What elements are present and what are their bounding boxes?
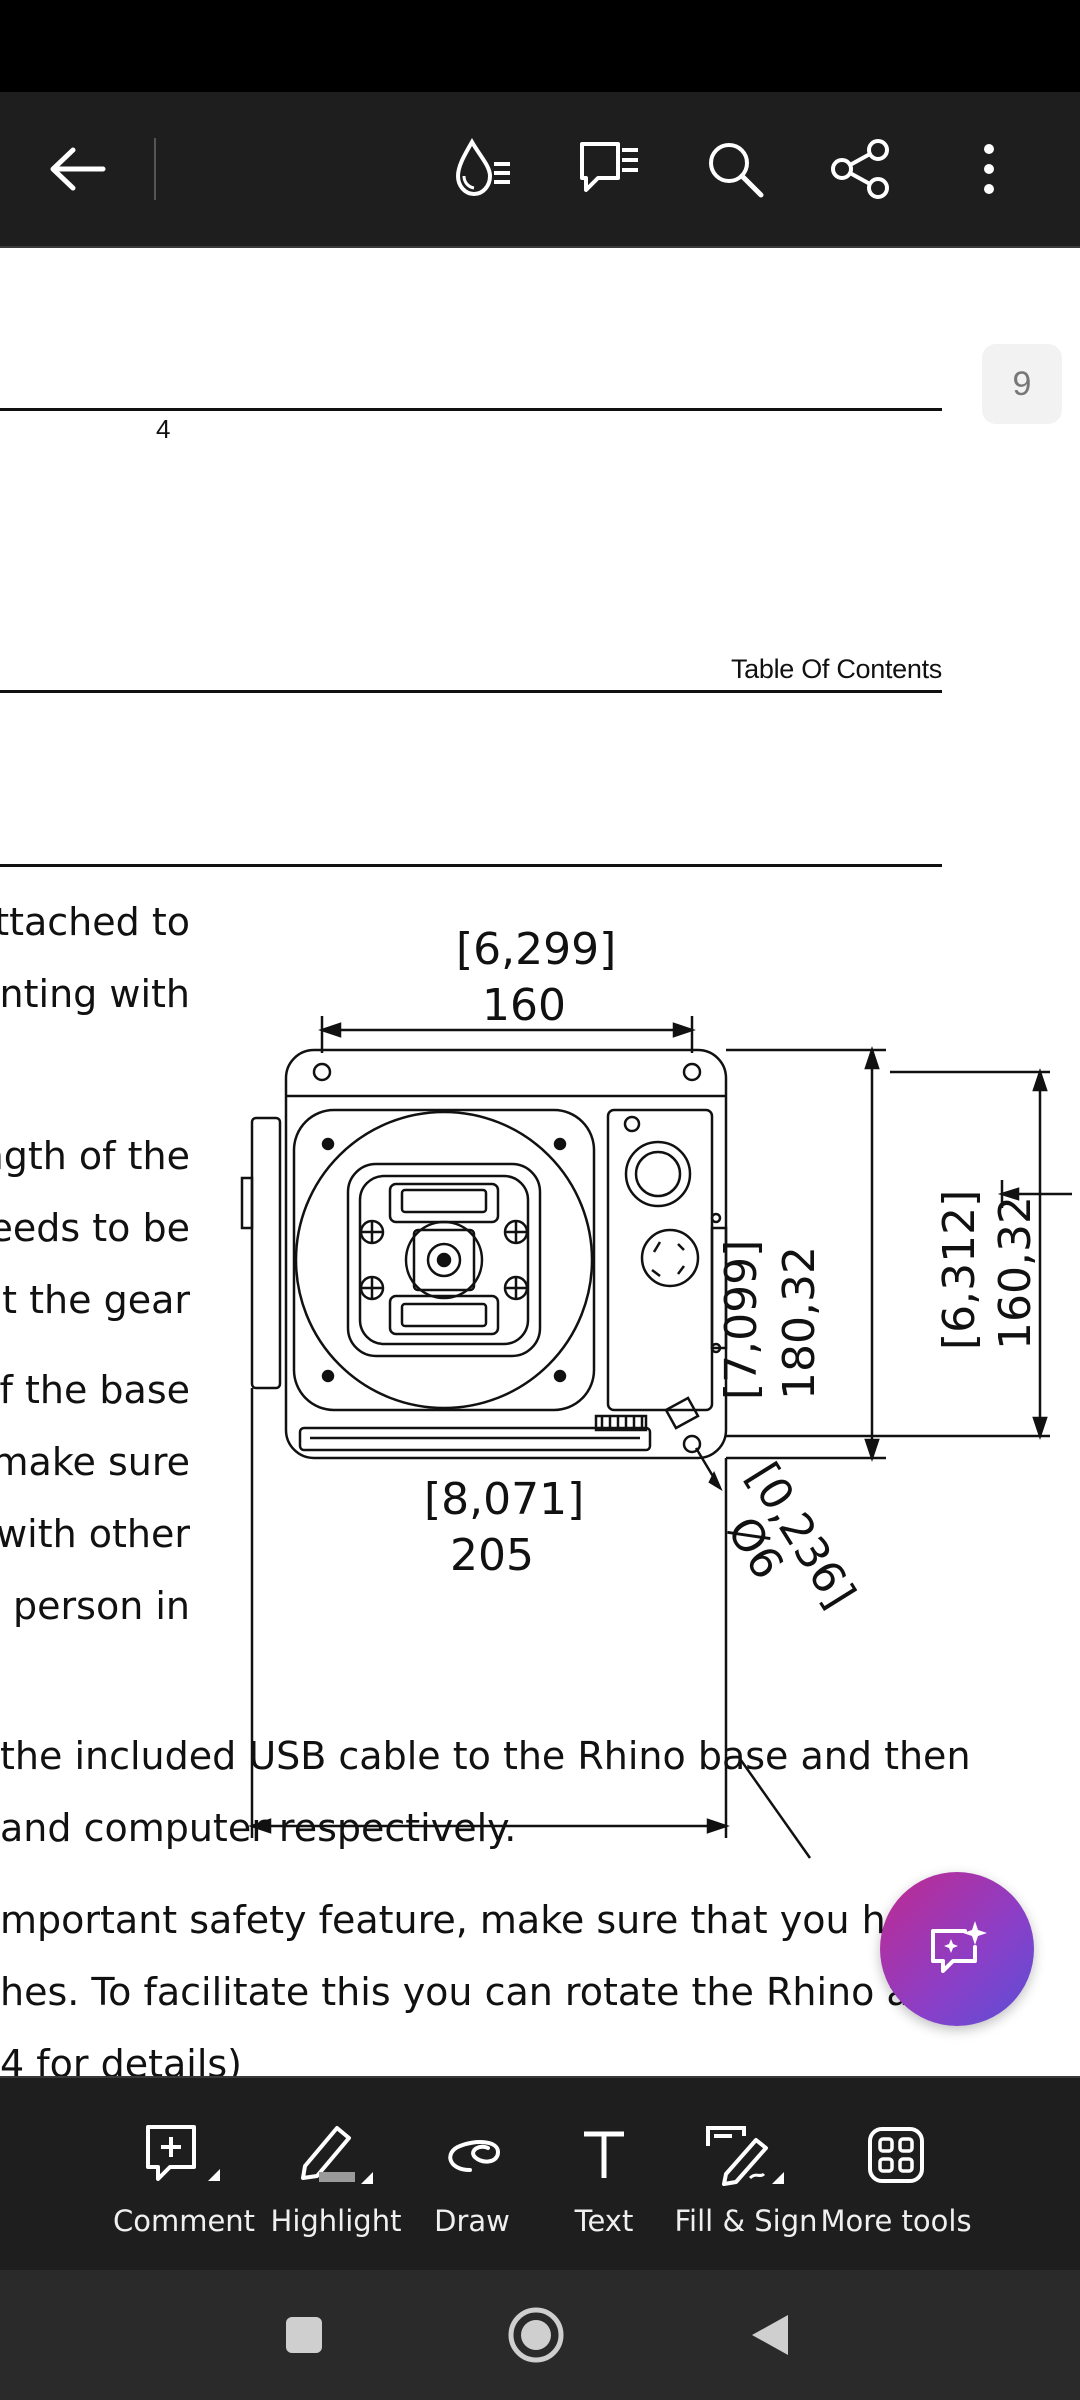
comment-add-icon: [146, 2125, 220, 2181]
recents-button[interactable]: [264, 2295, 344, 2375]
dim-bottom-width-inch: [8,071]: [424, 1474, 585, 1525]
search-button[interactable]: [690, 124, 780, 214]
bottom-tools-toolbar: Comment Highlight Draw Text: [0, 2076, 1080, 2272]
section-rule: [0, 690, 942, 693]
more-tools-button[interactable]: More tools: [820, 2078, 972, 2272]
dim-inner-height-inch-text: [6,312]: [934, 1189, 985, 1350]
body-text-line: hes. To facilitate this you can rotate t…: [0, 1970, 910, 2014]
text-line: unting with: [0, 972, 190, 1016]
status-bar: [0, 0, 1080, 92]
more-tools-label: More tools: [820, 2204, 972, 2238]
home-button[interactable]: [496, 2295, 576, 2375]
comments-button[interactable]: [564, 124, 654, 214]
share-icon: [831, 139, 889, 199]
share-button[interactable]: [816, 124, 906, 214]
back-arrow-icon: [50, 147, 106, 191]
liquid-mode-icon: [455, 137, 510, 197]
body-text-line: and computer respectively.: [0, 1806, 517, 1850]
comment-tool[interactable]: Comment: [113, 2078, 255, 2272]
comments-list-icon: [580, 142, 638, 192]
liquid-mode-button[interactable]: [438, 124, 528, 214]
header-rule: [0, 408, 942, 411]
home-circle-icon: [508, 2307, 564, 2363]
draw-label: Draw: [434, 2204, 510, 2238]
system-back-button[interactable]: [730, 2295, 810, 2375]
draw-squiggle-icon: [448, 2140, 501, 2172]
more-options-button[interactable]: [944, 124, 1034, 214]
text-line: needs to be: [0, 1206, 190, 1250]
left-text-column-lower: of the base make sure with other e perso…: [0, 1368, 190, 1888]
dim-top-width-inch: [6,299]: [456, 924, 617, 975]
fill-sign-tool[interactable]: Fill & Sign: [674, 2078, 818, 2272]
dim-bottom-width-mm: 205: [450, 1530, 534, 1581]
page-number-indicator[interactable]: 9: [982, 344, 1062, 424]
system-nav-bar: [0, 2270, 1080, 2400]
top-bar-divider: [154, 138, 156, 200]
ai-assistant-icon: [931, 1921, 987, 1973]
technical-drawing: [240, 1016, 1072, 1859]
body-text-line: mportant safety feature, make sure that …: [0, 1898, 909, 1942]
text-line: ttached to: [0, 900, 190, 944]
draw-tool[interactable]: Draw: [416, 2078, 528, 2272]
text-line: make sure: [0, 1440, 190, 1484]
ai-assistant-button[interactable]: [880, 1872, 1034, 2026]
text-line: of the base: [0, 1368, 190, 1412]
dim-top-width-mm: 160: [482, 980, 566, 1031]
text-line: at the gear: [0, 1278, 190, 1322]
body-text-line: the included USB cable to the Rhino base…: [0, 1734, 971, 1778]
fill-sign-label: Fill & Sign: [674, 2204, 818, 2238]
dim-outer-height-inch-text: [7,099]: [716, 1239, 767, 1400]
comment-label: Comment: [112, 2204, 256, 2238]
dim-outer-height-mm-text: 180,32: [774, 1246, 825, 1400]
dim-inner-height-mm-text: 160,32: [990, 1196, 1041, 1350]
header-page-number: 4: [156, 414, 171, 444]
recents-square-icon: [286, 2317, 322, 2353]
highlight-label: Highlight: [270, 2204, 402, 2238]
left-text-column: ttached to unting with ngth of the needs…: [0, 900, 190, 1380]
content-rule: [0, 864, 942, 867]
highlight-tool[interactable]: Highlight: [270, 2078, 402, 2272]
text-label: Text: [574, 2204, 634, 2238]
text-tool-icon: [584, 2131, 624, 2178]
top-app-bar: [0, 92, 1080, 248]
text-tool[interactable]: Text: [548, 2078, 660, 2272]
highlighter-icon: [301, 2126, 373, 2184]
search-icon: [709, 143, 764, 198]
back-triangle-icon: [752, 2315, 788, 2355]
text-line: e person in: [0, 1584, 190, 1628]
document-viewport[interactable]: 9 4 Table Of Contents ttached to unting …: [0, 248, 1080, 2078]
text-line: ngth of the: [0, 1134, 190, 1178]
more-vert-icon: [984, 144, 994, 194]
body-text-line: 4 for details): [0, 2042, 243, 2078]
section-title: Table Of Contents: [730, 654, 942, 684]
fill-sign-icon: [706, 2126, 784, 2186]
text-line: with other: [0, 1512, 190, 1556]
back-button[interactable]: [32, 124, 122, 214]
grid-apps-icon: [868, 2127, 924, 2183]
